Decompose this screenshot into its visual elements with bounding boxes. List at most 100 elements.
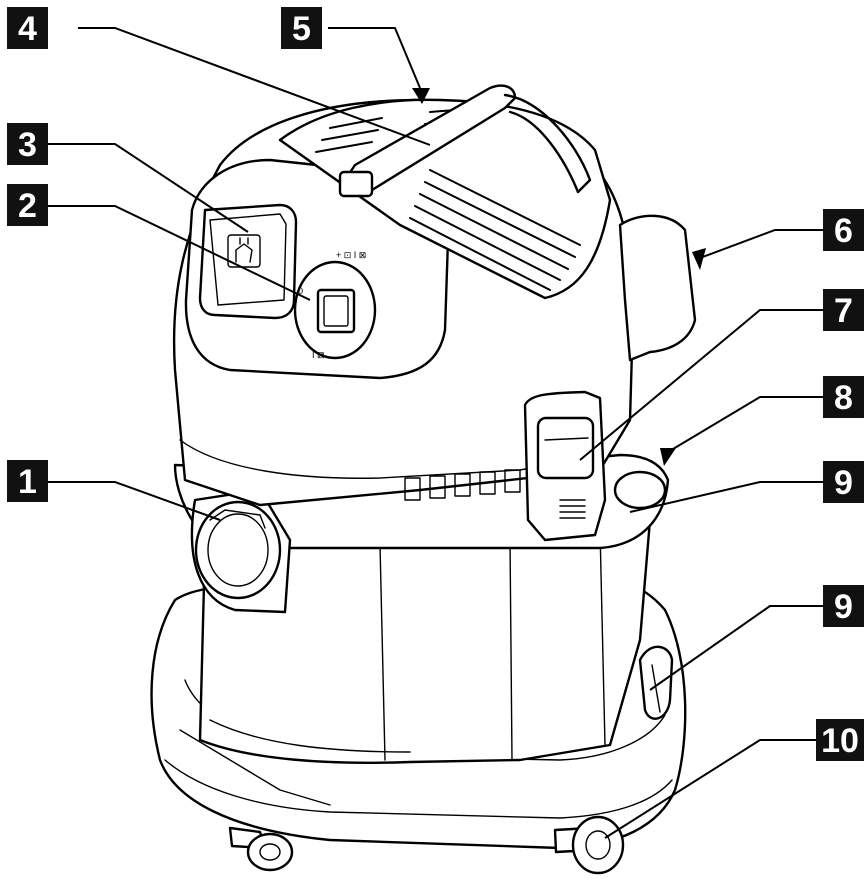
- inlet-ring: [194, 500, 282, 600]
- castor-wheel: [246, 832, 294, 872]
- vent-slot: [429, 169, 581, 246]
- callout-label: 4: [18, 10, 37, 48]
- vent-slot: [414, 205, 561, 281]
- callout-box: [816, 719, 864, 761]
- callout-1: 1: [7, 460, 48, 502]
- leader-3: [48, 143, 249, 233]
- leader-2: [48, 205, 311, 301]
- castor-hub: [259, 843, 281, 861]
- callout-box: [823, 376, 864, 418]
- callout-box: [823, 585, 864, 627]
- leader-5: [328, 27, 421, 89]
- vent-slot: [321, 129, 379, 141]
- callout-10: 10: [816, 719, 864, 761]
- callout-9b: 9: [823, 585, 864, 627]
- container-seam-3: [599, 529, 606, 746]
- callout-box: [823, 461, 864, 503]
- callout-label: 2: [18, 187, 37, 225]
- callout-5: 5: [281, 7, 322, 49]
- castor-wheel: [571, 815, 625, 875]
- container-clip: [523, 390, 607, 542]
- castor-front-left: [228, 826, 294, 872]
- callout-label: 3: [18, 126, 37, 164]
- leader-4: [78, 27, 431, 146]
- switch-rocker: [316, 288, 356, 334]
- callout-label: 7: [834, 292, 853, 330]
- callout-label: 10: [821, 722, 859, 760]
- motor-head-band: [179, 439, 601, 479]
- clip-button: [536, 416, 595, 480]
- callout-4: 4: [7, 7, 48, 49]
- callout-3: 3: [7, 123, 48, 165]
- socket-cover-edge: [209, 213, 287, 306]
- callout-7: 7: [823, 289, 864, 331]
- main-switch: + ⊡ I ⊠ I ⊠ 0: [293, 250, 377, 360]
- arrowhead-5: [412, 88, 430, 104]
- switch-rocker-inner: [323, 295, 349, 327]
- callout-8: 8: [823, 376, 864, 418]
- leader-9a: [629, 481, 823, 513]
- switch-mark-upper: + ⊡ I ⊠: [336, 250, 366, 260]
- base-lower-edge: [164, 759, 673, 819]
- callout-label: 9: [834, 464, 853, 502]
- leader-7: [579, 309, 823, 461]
- switch-mark-zero: 0: [298, 286, 303, 296]
- head-grille: [404, 469, 521, 501]
- blower-connection: [618, 214, 697, 362]
- base-front-bumper: [179, 729, 331, 806]
- callout-box: [7, 123, 48, 165]
- handle-grip: [343, 84, 517, 192]
- callout-label: 1: [18, 463, 37, 501]
- callout-box: [7, 7, 48, 49]
- callout-box: [823, 289, 864, 331]
- accessory-holder-slot: [651, 664, 661, 713]
- leader-lines: [48, 27, 823, 839]
- callout-box: [823, 209, 864, 251]
- leader-8: [667, 396, 823, 453]
- inlet-lock-tab: [209, 509, 266, 529]
- callout-box: [7, 184, 48, 226]
- callout-box: [7, 460, 48, 502]
- vacuum-illustration: + ⊡ I ⊠ I ⊠ 0: [150, 84, 697, 875]
- socket-icon-frame: [227, 234, 261, 268]
- handle-foot: [338, 170, 374, 198]
- container-seam-1: [379, 544, 386, 761]
- callout-6: 6: [823, 209, 864, 251]
- carrying-handle: [338, 84, 592, 198]
- accessory-cup: [613, 470, 667, 510]
- clip-button-inner: [544, 437, 589, 441]
- clip-ribs: [559, 499, 586, 519]
- vent-slot: [409, 217, 551, 291]
- castor-front-right: [553, 815, 625, 875]
- callout-label: 9: [834, 588, 853, 626]
- leader-6: [699, 229, 823, 259]
- callout-label: 6: [834, 212, 853, 250]
- leader-10: [604, 739, 823, 839]
- handle-arch: [503, 93, 592, 194]
- callout-9a: 9: [823, 461, 864, 503]
- callout-label: 5: [292, 10, 311, 48]
- arrowhead-8: [660, 448, 676, 466]
- plug-icon: [235, 237, 253, 263]
- vent-slot: [315, 141, 373, 153]
- callout-label: 8: [834, 379, 853, 417]
- vent-slot: [419, 193, 569, 270]
- switch-mark-lower: I ⊠: [312, 350, 325, 360]
- leader-1: [48, 481, 221, 521]
- castor-hub: [585, 830, 611, 860]
- suction-inlet: [190, 488, 292, 614]
- callout-box: [281, 7, 322, 49]
- callout-2: 2: [7, 184, 48, 226]
- dirt-container: [198, 518, 652, 764]
- container-shadow: [209, 719, 411, 753]
- vent-slot: [424, 181, 576, 258]
- container-seam-2: [509, 539, 513, 761]
- vent-slot: [329, 117, 383, 129]
- power-socket: [198, 203, 298, 320]
- leader-9b: [649, 605, 823, 691]
- arrowhead-6: [692, 248, 706, 270]
- socket-cover: [198, 203, 298, 320]
- accessory-holder: [638, 645, 674, 720]
- inlet-opening: [207, 513, 269, 587]
